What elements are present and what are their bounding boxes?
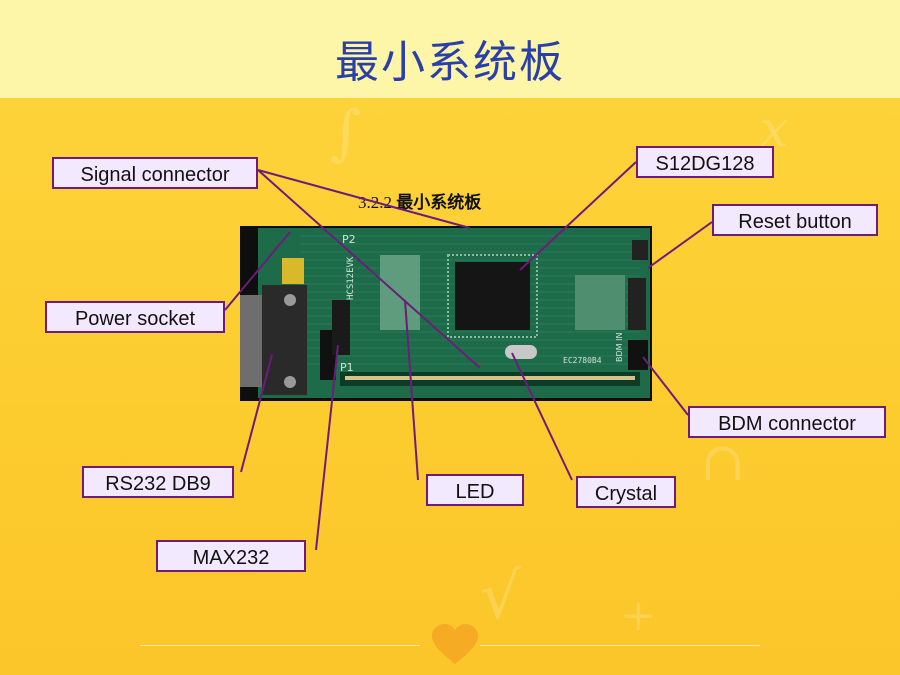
- pcb-silkscreen-bdm: BDM IN: [615, 333, 624, 362]
- background-decoration: +: [620, 590, 657, 641]
- footer-decoration-line: [140, 645, 420, 646]
- label-led: LED: [426, 474, 524, 506]
- db9-screw: [284, 376, 296, 388]
- label-bdm-connector: BDM connector: [688, 406, 886, 438]
- led-cluster: [380, 255, 420, 330]
- title-band: [0, 0, 900, 98]
- label-rs232-db9: RS232 DB9: [82, 466, 234, 498]
- pcb-silkscreen-chip-tag: EC2780B4: [563, 356, 602, 365]
- background-decoration: ∫: [330, 98, 362, 168]
- slide-title: 最小系统板: [335, 37, 565, 88]
- label-max232: MAX232: [156, 540, 306, 572]
- crystal-component: [505, 345, 537, 359]
- label-signal-connector: Signal connector: [52, 157, 258, 189]
- background-decoration: √: [480, 560, 521, 634]
- power-socket-body: [282, 258, 304, 284]
- reset-button-body: [632, 240, 648, 260]
- pcb-silkscreen-model: HCS12EVK: [346, 256, 356, 300]
- label-power-socket: Power socket: [45, 301, 225, 333]
- db9-screw: [284, 294, 296, 306]
- bdm-header: [628, 340, 648, 370]
- mcu-chip: [455, 262, 530, 330]
- dip-switches: [628, 278, 646, 330]
- label-reset-button: Reset button: [712, 204, 878, 236]
- label-s12dg128: S12DG128: [636, 146, 774, 178]
- pcb-silkscreen-p2: P2: [342, 233, 356, 246]
- resistor-array: [575, 275, 625, 330]
- pcb-silkscreen-p1: P1: [340, 361, 354, 374]
- label-crystal: Crystal: [576, 476, 676, 508]
- background-decoration: ∩: [700, 430, 746, 493]
- max232-chip: [332, 300, 350, 355]
- footer-decoration-line: [480, 645, 760, 646]
